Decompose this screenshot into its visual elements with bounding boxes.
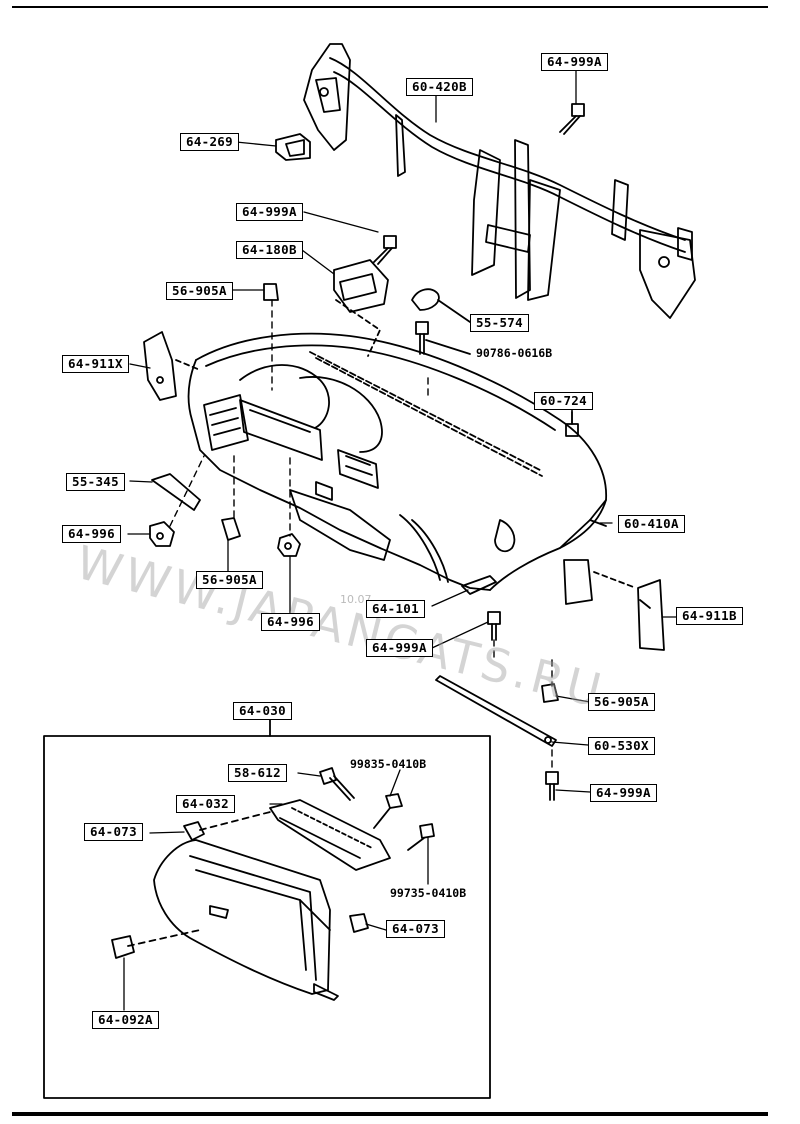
partno-99735: 99735-0410B: [390, 886, 467, 900]
label-64-101: 64-101: [366, 600, 425, 618]
side-panel-left: [143, 331, 201, 401]
label-60-420B: 60-420B: [406, 78, 473, 96]
bolt-bottom: [545, 771, 559, 801]
label-55-345: 55-345: [66, 473, 125, 491]
bracket-64-101: [461, 575, 497, 595]
label-64-999A-top: 64-999A: [541, 53, 608, 71]
label-64-030: 64-030: [233, 702, 292, 720]
clip-56-905A-right: [541, 683, 559, 703]
label-58-612: 58-612: [228, 764, 287, 782]
glovebox-frame: [43, 717, 491, 1099]
partno-99835: 99835-0410B: [350, 757, 427, 771]
label-56-905A-left: 56-905A: [196, 571, 263, 589]
glovebox-leaders: [123, 769, 429, 1011]
label-64-999A-low: 64-999A: [366, 639, 433, 657]
label-55-574: 55-574: [470, 314, 529, 332]
label-64-269: 64-269: [180, 133, 239, 151]
label-64-996-mid: 64-996: [261, 613, 320, 631]
label-64-999A-bottom: 64-999A: [590, 784, 657, 802]
dashboard-panel: [187, 332, 607, 591]
label-64-180B: 64-180B: [236, 241, 303, 259]
label-64-911X: 64-911X: [62, 355, 129, 373]
label-64-073-left: 64-073: [84, 823, 143, 841]
label-64-032: 64-032: [176, 795, 235, 813]
label-64-911B: 64-911B: [676, 607, 743, 625]
cross-member-beam: [303, 43, 696, 319]
bottom-rule: [12, 1112, 768, 1116]
bracket-64-269: [275, 133, 311, 161]
label-64-073-right: 64-073: [386, 920, 445, 938]
label-64-092A: 64-092A: [92, 1011, 159, 1029]
label-60-724: 60-724: [534, 392, 593, 410]
label-60-530X: 60-530X: [588, 737, 655, 755]
side-panel-right: [563, 559, 665, 651]
leader-lines: [127, 69, 677, 793]
label-64-996-left: 64-996: [62, 525, 121, 543]
partno-90786: 90786-0616B: [476, 346, 553, 360]
top-rule: [12, 6, 768, 8]
box-64-180B: [333, 259, 389, 357]
bolt-mid: [373, 235, 397, 265]
bolt-low: [487, 611, 501, 641]
label-60-410A: 60-410A: [618, 515, 685, 533]
cover-55-345: [151, 473, 201, 511]
clip-56-905A-top: [263, 283, 279, 301]
watermark-small: 10.07: [340, 593, 372, 606]
strap-60-530X: [435, 675, 557, 747]
assembly-dashed-lines: [169, 299, 573, 773]
bolt-top: [559, 103, 585, 135]
label-56-905A-right: 56-905A: [588, 693, 655, 711]
label-56-905A-top: 56-905A: [166, 282, 233, 300]
cap-55-574: [411, 288, 471, 323]
screw-90786: [415, 321, 471, 355]
clip-64-996-mid: [277, 533, 301, 557]
clip-56-905A-left: [221, 517, 241, 541]
label-64-999A-mid: 64-999A: [236, 203, 303, 221]
clip-64-996-left: [149, 521, 175, 547]
glovebox-drawing: [111, 767, 435, 1001]
